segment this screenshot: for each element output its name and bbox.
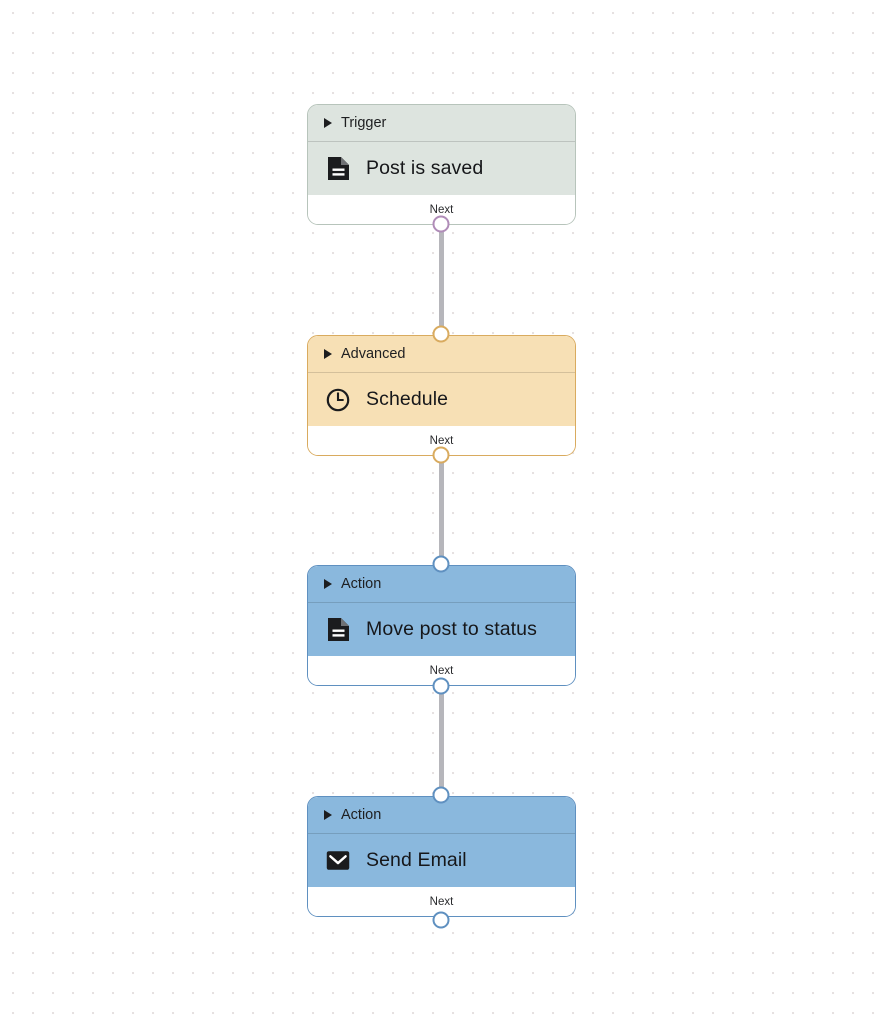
port-trigger-out[interactable] <box>432 215 450 233</box>
disclosure-triangle-icon[interactable] <box>324 118 332 128</box>
node-type-label: Trigger <box>341 115 387 131</box>
node-body-advanced[interactable]: Schedule <box>308 372 575 426</box>
envelope-icon <box>326 849 350 873</box>
port-action-1-out[interactable] <box>432 677 450 695</box>
port-action-2-out[interactable] <box>432 911 450 929</box>
port-action-2-in[interactable] <box>432 786 450 804</box>
workflow-node-action-send-email[interactable]: Action Send Email Next <box>307 796 576 917</box>
node-footer-next[interactable]: Next <box>308 195 575 224</box>
node-footer-next[interactable]: Next <box>308 887 575 916</box>
port-action-1-in[interactable] <box>432 555 450 573</box>
node-type-label: Advanced <box>341 346 406 362</box>
next-label: Next <box>429 895 454 908</box>
node-header-trigger[interactable]: Trigger <box>308 105 575 141</box>
node-body-action-1[interactable]: Move post to status <box>308 602 575 656</box>
clock-icon <box>326 388 350 412</box>
node-type-label: Action <box>341 807 382 823</box>
next-label: Next <box>429 664 454 677</box>
node-title: Send Email <box>366 849 467 871</box>
connector-line <box>438 686 444 796</box>
node-body-trigger[interactable]: Post is saved <box>308 141 575 195</box>
port-advanced-out[interactable] <box>432 446 450 464</box>
port-advanced-in[interactable] <box>432 325 450 343</box>
next-label: Next <box>429 203 454 216</box>
workflow-node-action-move-post[interactable]: Action Move post to status Next <box>307 565 576 686</box>
document-icon <box>326 157 350 181</box>
workflow-node-trigger[interactable]: Trigger Post is saved Next <box>307 104 576 225</box>
node-title: Schedule <box>366 388 449 410</box>
workflow-node-advanced[interactable]: Advanced Schedule Next <box>307 335 576 456</box>
node-title: Post is saved <box>366 157 484 179</box>
node-type-label: Action <box>341 576 382 592</box>
connector-line <box>438 224 444 335</box>
document-icon <box>326 618 350 642</box>
node-title: Move post to status <box>366 618 537 640</box>
next-label: Next <box>429 434 454 447</box>
disclosure-triangle-icon[interactable] <box>324 349 332 359</box>
node-body-action-2[interactable]: Send Email <box>308 833 575 887</box>
connector-line <box>438 455 444 565</box>
disclosure-triangle-icon[interactable] <box>324 579 332 589</box>
disclosure-triangle-icon[interactable] <box>324 810 332 820</box>
